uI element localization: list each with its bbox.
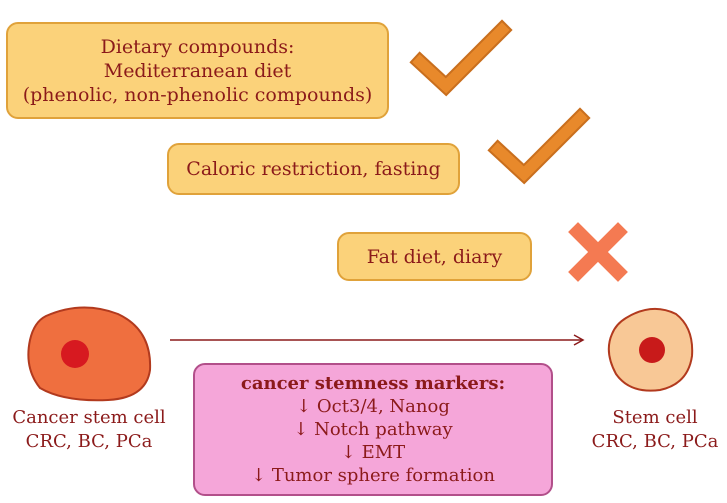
stem-label-line-1: Stem cell [612,407,698,428]
check-icon [409,19,513,97]
diet-line-3: (phenolic, non-phenolic compounds) [22,83,373,106]
nucleus [61,340,89,368]
stem-cell-label: Stem cell CRC, BC, PCa [585,406,725,454]
marker-item: ↓ EMT [340,442,406,463]
marker-item: ↓ Oct3/4, Nanog [296,396,450,417]
caloric-text: Caloric restriction, fasting [186,158,441,180]
dietary-compounds-box: Dietary compounds: Mediterranean diet (p… [6,22,389,119]
marker-item: ↓ Notch pathway [293,419,453,440]
marker-item: ↓ Tumor sphere formation [251,465,495,486]
stemness-markers-box: cancer stemness markers: ↓ Oct3/4, Nanog… [193,363,553,496]
diet-line-1: Dietary compounds: [100,35,295,58]
check-icon [487,107,591,185]
nucleus [639,337,665,363]
cross-icon [568,222,628,282]
cancer-label-line-2: CRC, BC, PCa [25,431,153,452]
cancer-stem-cell-label: Cancer stem cell CRC, BC, PCa [4,406,174,454]
fat-text: Fat diet, diary [366,245,503,268]
transition-arrow [170,334,585,346]
cancer-stem-cell-shape [27,306,152,402]
diet-line-2: Mediterranean diet [103,59,292,82]
caloric-restriction-box: Caloric restriction, fasting [167,143,460,195]
fat-diet-box: Fat diet, diary [337,232,532,281]
stem-label-line-2: CRC, BC, PCa [591,431,719,452]
markers-title: cancer stemness markers: [240,373,506,394]
stem-cell-shape [607,307,694,392]
cancer-label-line-1: Cancer stem cell [12,407,166,428]
